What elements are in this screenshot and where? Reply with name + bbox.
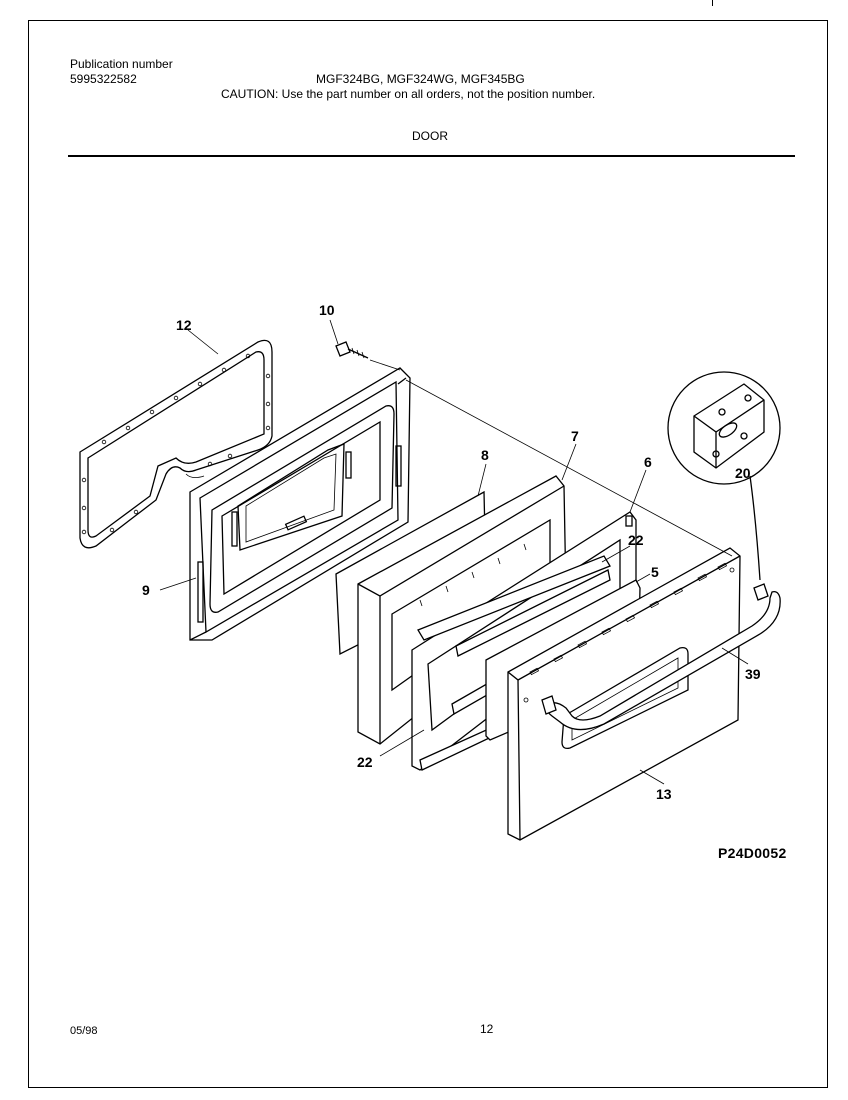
publication-number: 5995322582	[70, 72, 137, 86]
callout-8: 8	[481, 447, 489, 463]
callout-6: 6	[644, 454, 652, 470]
corner-tick	[712, 0, 713, 6]
callout-13: 13	[656, 786, 672, 802]
callout-22-lower: 22	[357, 754, 373, 770]
screw-part	[335, 341, 369, 359]
door-liner-part	[189, 367, 411, 641]
leader-lines	[159, 319, 749, 785]
callout-5: 5	[651, 564, 659, 580]
callout-20: 20	[735, 465, 751, 481]
diagram-code: P24D0052	[718, 845, 787, 861]
callout-10: 10	[319, 302, 335, 318]
publication-label: Publication number	[70, 57, 173, 71]
door-handle-part	[541, 583, 781, 731]
section-title: DOOR	[412, 129, 448, 143]
model-numbers: MGF324BG, MGF324WG, MGF345BG	[316, 72, 525, 86]
caution-note: CAUTION: Use the part number on all orde…	[221, 87, 596, 101]
page-frame	[28, 20, 828, 1088]
callout-7: 7	[571, 428, 579, 444]
callout-9: 9	[142, 582, 150, 598]
header-divider	[68, 155, 795, 157]
gasket-part	[79, 339, 273, 549]
callout-39: 39	[745, 666, 761, 682]
callout-12: 12	[176, 317, 192, 333]
outer-door-part	[507, 547, 741, 841]
page-number: 12	[480, 1022, 494, 1036]
callout-22-upper: 22	[628, 532, 644, 548]
handle-bracket-detail	[667, 371, 781, 581]
revision-date: 05/98	[70, 1025, 98, 1037]
